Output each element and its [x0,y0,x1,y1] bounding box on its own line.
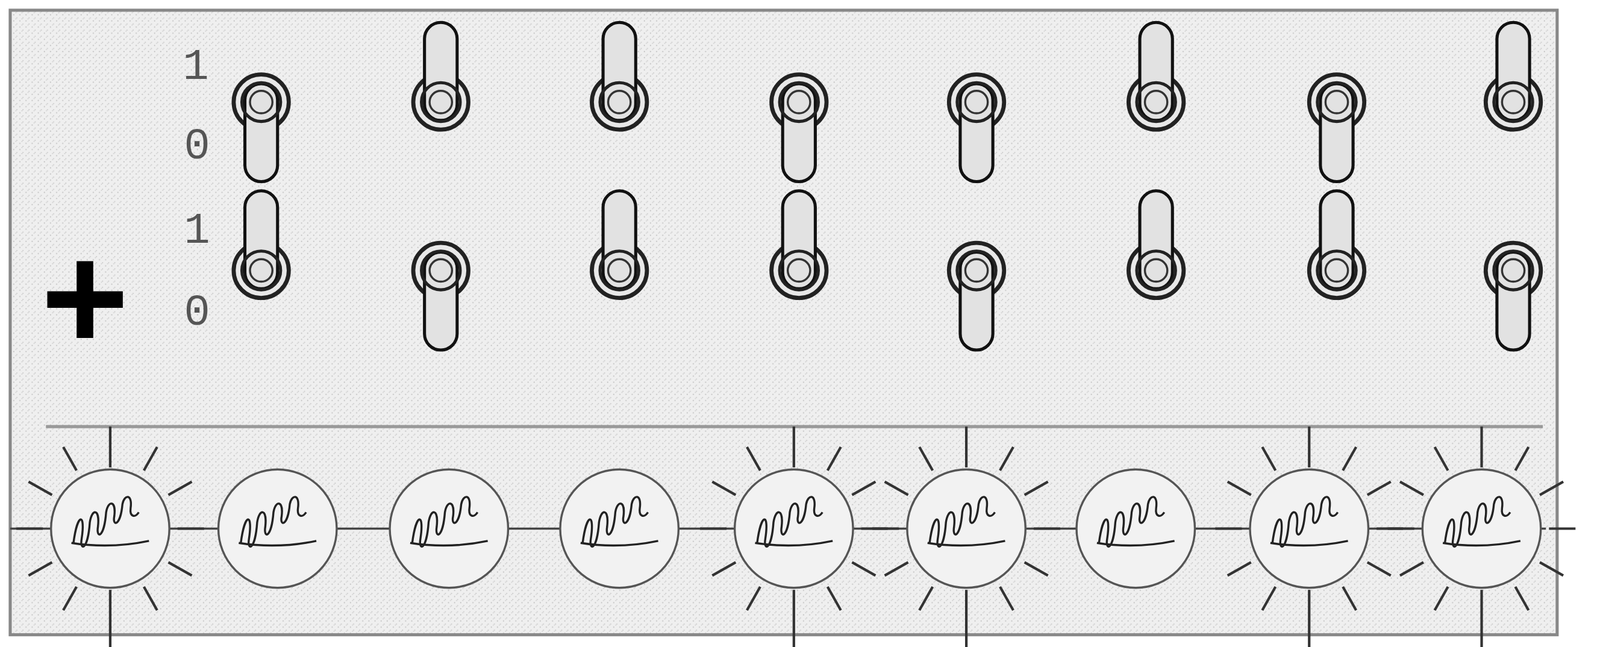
bit-label: 1 [183,209,210,254]
bit-label: 0 [183,125,210,169]
plus-sign: + [40,222,129,374]
bit-label: 0 [183,291,210,335]
bit-label: 1 [182,45,209,90]
